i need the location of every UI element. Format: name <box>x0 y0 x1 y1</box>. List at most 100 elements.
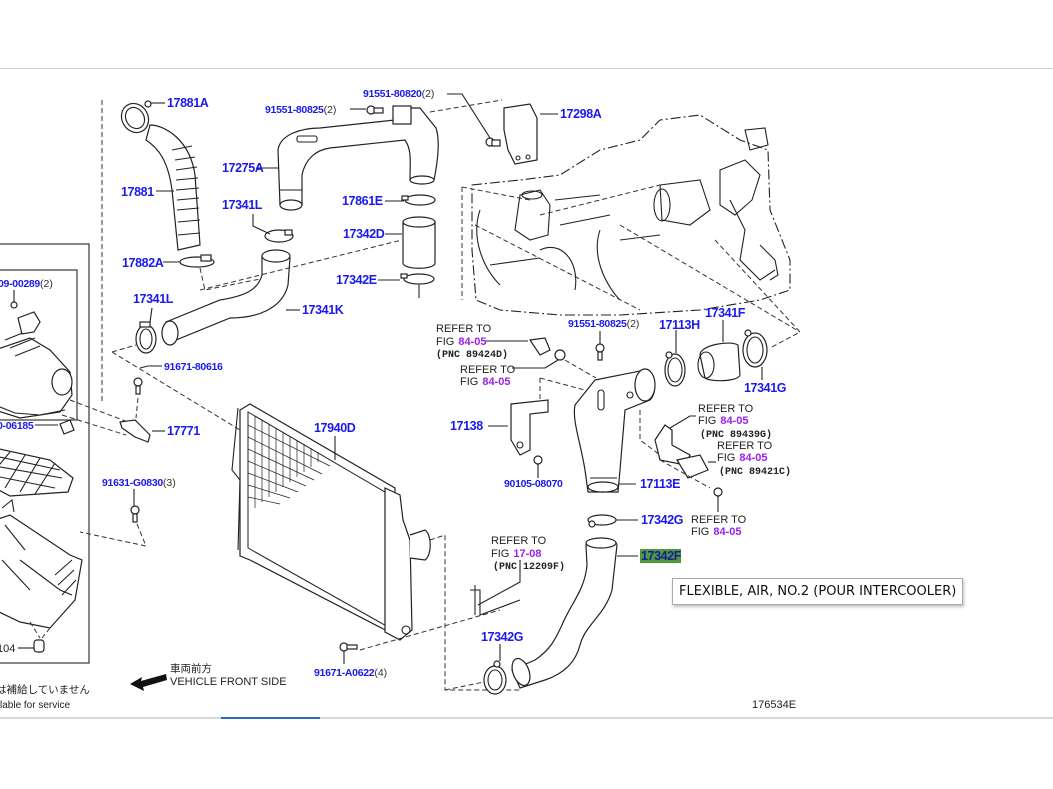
part-link-91551-80825-top[interactable]: 91551-80825(2) <box>265 104 336 116</box>
part-link-91671-80616[interactable]: 91671-80616 <box>164 361 223 373</box>
vehicle-front-jp: 車両前方 <box>170 662 212 675</box>
refer-label: REFER TO <box>698 403 754 415</box>
fig-link[interactable]: 84-05 <box>713 526 741 538</box>
reference-84-05-nut: REFER TO FIG 84-05 <box>691 514 747 538</box>
fig-line: FIG 17-08 <box>491 548 541 560</box>
part-17113E-elbow[interactable] <box>573 320 768 512</box>
pnc-code: (PNC 12209F) <box>493 561 565 573</box>
part-link-91631-G0830[interactable]: 91631-G0830(3) <box>102 477 176 489</box>
part-link-left-clip[interactable]: 0-06185 <box>0 420 34 432</box>
pnc-code: (PNC 89424D) <box>436 349 508 361</box>
reference-89424D: REFER TO FIG 84-05 (PNC 89424D) <box>436 323 508 361</box>
fig-link[interactable]: 84-05 <box>482 376 510 388</box>
reference-12209F: REFER TO FIG 17-08 (PNC 12209F) <box>491 535 565 573</box>
quantity: (4) <box>374 667 387 679</box>
pnc-code: (PNC 89421C) <box>719 466 791 478</box>
fig-line: FIG 84-05 <box>460 376 510 388</box>
air-cleaner-group <box>0 243 90 664</box>
fig-link[interactable]: 84-05 <box>739 452 767 464</box>
part-link-17342G-bottom[interactable]: 17342G <box>481 630 523 644</box>
quantity: (2) <box>40 278 53 290</box>
part-17341K-hose[interactable] <box>111 214 300 431</box>
refer-label: REFER TO <box>491 535 547 547</box>
fig-prefix: FIG <box>491 548 509 560</box>
part-17275A-pipe[interactable] <box>256 93 558 211</box>
part-link-90105-08070[interactable]: 90105-08070 <box>504 478 563 490</box>
part-link-left-bolt[interactable]: 09-00289(2) <box>0 278 53 290</box>
part-number[interactable]: 91631-G0830 <box>102 477 164 489</box>
part-link-17341L-top[interactable]: 17341L <box>222 198 263 212</box>
quantity: (2) <box>324 104 337 116</box>
reference-89421C: REFER TO FIG 84-05 (PNC 89421C) <box>717 440 791 478</box>
fig-link[interactable]: 17-08 <box>513 548 541 560</box>
part-link-17341K[interactable]: 17341K <box>302 303 344 317</box>
part-link-17275A[interactable]: 17275A <box>222 161 264 175</box>
refer-label: REFER TO <box>717 440 773 452</box>
figure-id: 176534E <box>752 699 796 711</box>
fig-link[interactable]: 84-05 <box>720 415 748 427</box>
part-link-17861E[interactable]: 17861E <box>342 194 383 208</box>
part-link-17342F-selected[interactable]: 17342F <box>641 549 682 563</box>
part-link-91671-A0622[interactable]: 91671-A0622(4) <box>314 667 387 679</box>
reference-84-05-washer: REFER TO FIG 84-05 <box>460 364 516 388</box>
part-link-91551-80825-mid[interactable]: 91551-80825(2) <box>568 318 639 330</box>
part-number[interactable]: 09-00289 <box>0 278 41 290</box>
part-link-17881[interactable]: 17881 <box>121 185 155 199</box>
part-link-17882A[interactable]: 17882A <box>122 256 164 270</box>
legend-note-jp: は補給していません <box>0 683 90 696</box>
part-number[interactable]: 91671-A0622 <box>314 667 375 679</box>
engine-outline <box>461 114 801 349</box>
part-17342F-hose[interactable] <box>444 514 638 695</box>
vehicle-front-en: VEHICLE FRONT SIDE <box>170 676 287 688</box>
part-link-17341L[interactable]: 17341L <box>133 292 174 306</box>
refer-label: REFER TO <box>460 364 516 376</box>
fig-line: FIG 84-05 <box>436 336 486 348</box>
quantity: (2) <box>422 88 435 100</box>
part-number[interactable]: 91551-80825 <box>265 104 324 116</box>
part-link-17113H[interactable]: 17113H <box>659 318 700 332</box>
pnc-code: (PNC 89439G) <box>700 429 772 441</box>
part-17342D-hose[interactable] <box>199 194 436 298</box>
legend-note-en: lable for service <box>0 700 70 711</box>
selected-part-highlight <box>640 549 681 563</box>
fig-prefix: FIG <box>717 452 735 464</box>
part-link-17342E[interactable]: 17342E <box>336 273 377 287</box>
part-link-17341F[interactable]: 17341F <box>705 306 746 320</box>
parts-diagram-viewport[interactable]: 17881A 17881 17882A 17341L 17341L 17341K… <box>0 69 1053 717</box>
part-link-17940D[interactable]: 17940D <box>314 421 356 435</box>
refer-label: REFER TO <box>691 514 747 526</box>
bracket-hardware <box>79 365 165 547</box>
fig-link[interactable]: 84-05 <box>458 336 486 348</box>
fig-line: FIG 84-05 <box>717 452 767 464</box>
part-link-17138[interactable]: 17138 <box>450 419 484 433</box>
part-link-91551-80820[interactable]: 91551-80820(2) <box>363 88 434 100</box>
fig-line: FIG 84-05 <box>698 415 748 427</box>
refer-label: REFER TO <box>436 323 492 335</box>
fig-line: FIG 84-05 <box>691 526 741 538</box>
part-17940D-intercooler[interactable] <box>231 403 521 691</box>
part-link-17342D[interactable]: 17342D <box>343 227 385 241</box>
fig-prefix: FIG <box>460 376 478 388</box>
part-link-17342G-top[interactable]: 17342G <box>641 513 683 527</box>
reference-89439G: REFER TO FIG 84-05 (PNC 89439G) <box>698 403 772 441</box>
part-tooltip: FLEXIBLE, AIR, NO.2 (POUR INTERCOOLER) <box>672 578 964 605</box>
part-17138-bracket[interactable] <box>485 331 605 478</box>
fig-prefix: FIG <box>691 526 709 538</box>
quantity: (3) <box>163 477 176 489</box>
part-number[interactable]: 91551-80820 <box>363 88 422 100</box>
fig-prefix: FIG <box>436 336 454 348</box>
quantity: (2) <box>627 318 640 330</box>
part-number[interactable]: 91551-80825 <box>568 318 627 330</box>
part-link-17113E[interactable]: 17113E <box>640 477 680 491</box>
fig-prefix: FIG <box>698 415 716 427</box>
part-link-17771[interactable]: 17771 <box>167 424 201 438</box>
part-17881-hose[interactable] <box>116 99 266 291</box>
part-link-17298A[interactable]: 17298A <box>560 107 602 121</box>
horizontal-scrollbar-thumb[interactable] <box>221 717 320 719</box>
vehicle-front-arrow-icon <box>130 674 167 691</box>
horizontal-scrollbar[interactable] <box>0 717 1053 719</box>
parts-diagram: 17881A 17881 17882A 17341L 17341L 17341K… <box>0 88 801 711</box>
part-link-left-nut[interactable]: 104 <box>0 643 15 655</box>
part-link-17341G[interactable]: 17341G <box>744 381 786 395</box>
part-link-17881A[interactable]: 17881A <box>167 96 209 110</box>
